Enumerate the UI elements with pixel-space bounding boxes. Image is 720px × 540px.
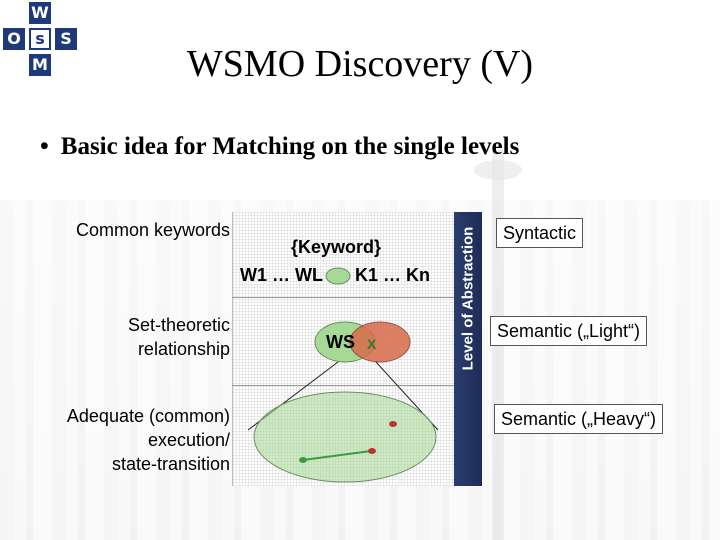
- abstraction-axis-label: Level of Abstraction: [460, 189, 477, 409]
- keyword-header: {Keyword}: [291, 237, 381, 258]
- space-needle-top: [474, 160, 522, 180]
- label-set-theoretic: Set-theoretic relationship: [128, 313, 230, 361]
- slide-title: WSMO Discovery (V): [0, 42, 720, 86]
- level-semantic-light: Semantic („Light“): [490, 316, 647, 346]
- label-set-theoretic-line: Set-theoretic: [128, 313, 230, 337]
- logo-letter-w: W: [29, 2, 51, 24]
- label-adequate: Adequate (common) execution/ state-trans…: [67, 404, 230, 476]
- label-adequate-line: Adequate (common): [67, 404, 230, 428]
- bullet-marker: •: [40, 133, 49, 160]
- label-adequate-line: state-transition: [67, 452, 230, 476]
- k-range-label: K1 … Kn: [355, 265, 430, 286]
- label-common-keywords: Common keywords: [76, 218, 230, 242]
- bullet-text: Basic idea for Matching on the single le…: [61, 133, 520, 160]
- w-range-label: W1 … WL: [240, 265, 323, 286]
- label-adequate-line: execution/: [67, 428, 230, 452]
- label-set-theoretic-line: relationship: [128, 337, 230, 361]
- panel-divider-bottom: [232, 385, 454, 386]
- level-semantic-heavy: Semantic („Heavy“): [494, 404, 663, 434]
- bullet-point: • Basic idea for Matching on the single l…: [40, 133, 519, 161]
- panel-divider-top: [232, 297, 454, 298]
- label-common-keywords-text: Common keywords: [76, 220, 230, 240]
- x-label: X: [367, 336, 376, 352]
- ws-label: WS: [326, 332, 355, 353]
- level-syntactic: Syntactic: [496, 218, 583, 248]
